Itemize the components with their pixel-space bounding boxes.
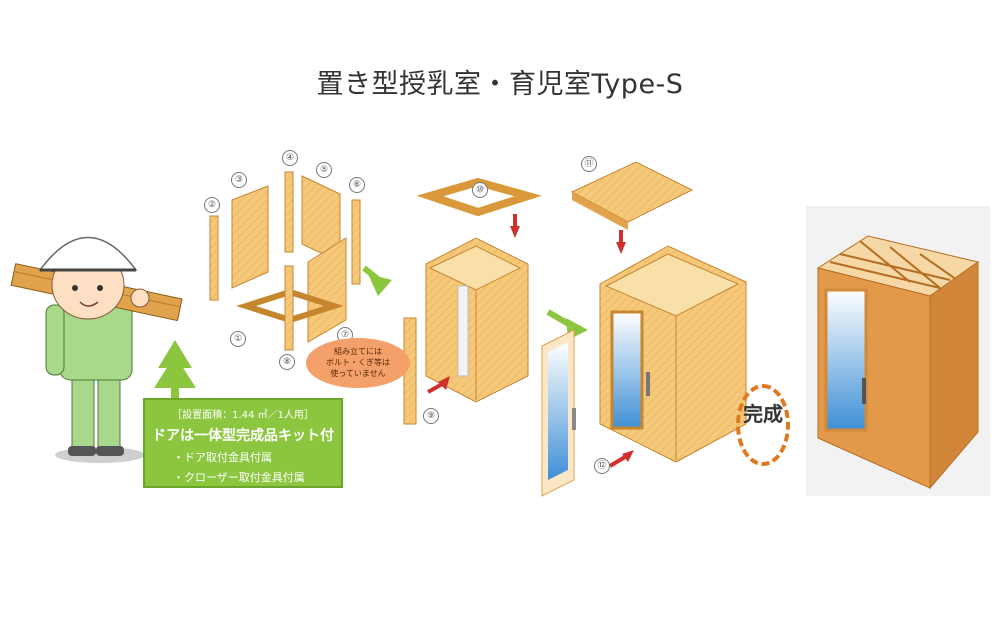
worker-illustration	[10, 236, 183, 463]
step1-exploded-parts	[209, 171, 361, 351]
part-label: ⑪	[581, 156, 597, 172]
bubble-line: 使っていません	[330, 369, 386, 378]
no-bolts-bubble: 組み立てには ボルト・くぎ等は 使っていません	[306, 338, 410, 388]
part-label: ⑨	[423, 408, 439, 424]
part-label: ⑧	[279, 354, 295, 370]
bubble-line: ボルト・くぎ等は	[326, 358, 390, 367]
part-label: ⑫	[594, 458, 610, 474]
part-label: ①	[230, 331, 246, 347]
arrow-down-red-icon	[510, 226, 520, 238]
part-label: ②	[204, 197, 220, 213]
step2-box	[403, 177, 542, 425]
tree-icon	[154, 340, 196, 400]
part-label: ⑩	[472, 182, 488, 198]
bubble-line: 組み立てには	[334, 347, 382, 356]
area-text: ［設置面積：1.44 ㎡／1人用］	[172, 410, 314, 421]
part-label: ⑥	[349, 177, 365, 193]
arrow-down-red-icon	[616, 242, 626, 254]
part-label: ⑤	[316, 162, 332, 178]
completed-badge: 完成	[736, 384, 790, 466]
spec-note-box: ［設置面積：1.44 ㎡／1人用］ ドアは一体型完成品キット付 ・ドア取付金具付…	[143, 398, 343, 488]
step3-booth	[541, 161, 747, 497]
page-title: 置き型授乳室・育児室Type-S	[316, 69, 684, 100]
finished-booth-image	[806, 206, 990, 496]
part-label: ③	[231, 172, 247, 188]
door-kit-text: ドアは一体型完成品キット付	[152, 428, 334, 444]
door-fitting-text: ・ドア取付金具付属	[173, 451, 272, 464]
closer-fitting-text: ・クローザー取付金具付属	[173, 471, 305, 484]
part-label: ④	[282, 150, 298, 166]
